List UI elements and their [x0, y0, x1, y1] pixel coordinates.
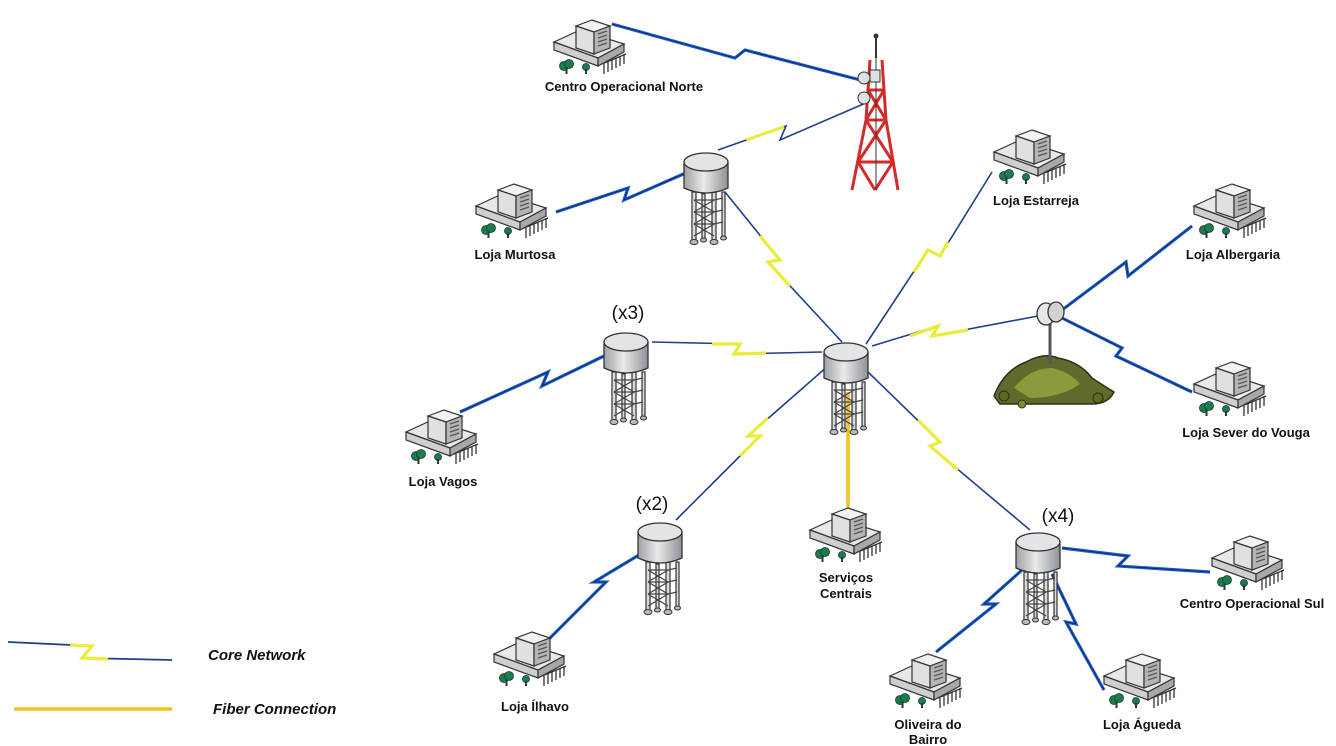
- multiplier-southwest: (x2): [636, 494, 669, 515]
- tank-southwest: [637, 522, 683, 616]
- label-murtosa: Loja Murtosa: [475, 247, 557, 262]
- building-servicos: [809, 507, 883, 563]
- label-ilhavo: Loja Ílhavo: [501, 699, 569, 714]
- legend-core-network-symbol: [7, 641, 173, 661]
- legend-core-network-label: Core Network: [208, 647, 306, 664]
- building-albergaria: [1193, 183, 1267, 239]
- core-link-albergaria: [1061, 224, 1193, 312]
- building-centro-sul: [1211, 535, 1285, 591]
- label-servicos-line1: Serviços: [819, 570, 873, 585]
- label-albergaria: Loja Albergaria: [1186, 247, 1281, 262]
- tank-murtosa: [683, 152, 729, 246]
- label-oliveira-line1: Oliveira do: [894, 717, 961, 732]
- building-ilhavo: [493, 631, 567, 687]
- core-link-vagos: [459, 354, 605, 414]
- label-agueda: Loja Águeda: [1103, 717, 1182, 732]
- label-centro-norte: Centro Operacional Norte: [545, 79, 703, 94]
- building-sever: [1193, 361, 1267, 417]
- core-link-murtosa-tank-to-tower: [717, 100, 869, 152]
- label-estarreja: Loja Estarreja: [993, 193, 1080, 208]
- hill-relay: [993, 301, 1115, 409]
- legend: Core Network Fiber Connection: [7, 641, 336, 718]
- label-vagos: Loja Vagos: [409, 474, 478, 489]
- tank-southeast: [1015, 532, 1061, 626]
- core-link-centro-sul: [1061, 546, 1211, 574]
- label-oliveira-line2: Bairro: [909, 732, 947, 746]
- tank-center: [823, 342, 869, 436]
- core-link-murtosa-tank-to-center: [724, 191, 843, 343]
- core-link-southwest-tank-to-center: [675, 365, 829, 521]
- core-link-sever: [1061, 316, 1193, 394]
- legend-fiber-label: Fiber Connection: [213, 701, 336, 718]
- multiplier-southeast: (x4): [1042, 506, 1075, 527]
- building-murtosa: [475, 183, 549, 239]
- core-link-oliveira: [935, 568, 1024, 654]
- building-centro-norte: [553, 19, 627, 75]
- core-link-ilhavo: [544, 550, 645, 644]
- radio-tower: [850, 33, 900, 191]
- core-link-agueda: [1050, 573, 1106, 691]
- building-oliveira: [889, 653, 963, 709]
- core-link-murtosa-store: [555, 170, 689, 214]
- tank-west: [603, 332, 649, 426]
- core-link-southeast-tank-to-center: [867, 371, 1031, 531]
- core-link-relay-to-center: [871, 315, 1039, 347]
- label-centro-sul: Centro Operacional Sul: [1180, 596, 1324, 611]
- label-servicos-line2: Centrais: [820, 586, 872, 601]
- core-link-west-tank-to-center: [651, 341, 823, 356]
- core-link-north-to-tower: [611, 22, 869, 84]
- building-vagos: [405, 409, 479, 465]
- label-sever: Loja Sever do Vouga: [1182, 425, 1310, 440]
- core-link-estarreja: [865, 171, 993, 345]
- multiplier-west: (x3): [612, 303, 645, 324]
- building-estarreja: [993, 129, 1067, 185]
- building-agueda: [1103, 653, 1177, 709]
